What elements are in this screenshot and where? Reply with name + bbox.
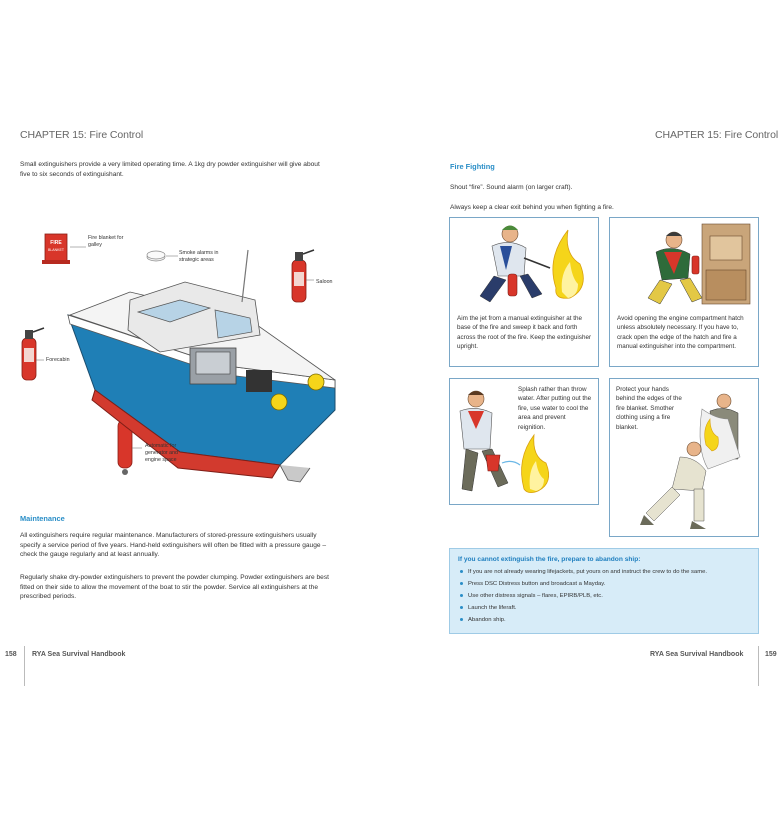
abandon-ship-item: If you are not already wearing lifejacke… [460, 569, 707, 575]
right-book-title: RYA Sea Survival Handbook [650, 651, 744, 658]
left-page-number: 158 [5, 651, 17, 658]
svg-text:BLANKET: BLANKET [48, 248, 65, 252]
abandon-ship-item-text: Abandon ship. [468, 617, 506, 623]
maintenance-heading: Maintenance [20, 514, 65, 523]
left-folio-divider [24, 646, 25, 686]
smoke-alarm-icon [146, 250, 166, 262]
callout-forecabin: Forecabin [46, 357, 70, 363]
bullet-icon [460, 605, 463, 609]
engine-hatch-illustration [647, 223, 751, 305]
callout-saloon: Saloon [316, 279, 333, 285]
boat-cabin [68, 249, 336, 411]
bullet-icon [460, 581, 463, 585]
bullet-icon [460, 617, 463, 621]
fire-fighting-line-1: Shout “fire”. Sound alarm (on larger cra… [450, 184, 573, 191]
panel-fire-blanket: Protect your hands behind the edges of t… [609, 378, 759, 537]
fire-fighting-line-2: Always keep a clear exit behind you when… [450, 204, 614, 211]
left-book-title: RYA Sea Survival Handbook [32, 651, 126, 658]
panel-4-text: Protect your hands behind the edges of t… [616, 386, 682, 431]
panel-extinguisher-technique: Aim the jet from a manual extinguisher a… [449, 217, 599, 367]
water-bucket-illustration [459, 390, 550, 493]
fire-fighting-heading: Fire Fighting [450, 162, 495, 171]
right-folio-divider [758, 646, 759, 686]
panel-2-text: Avoid opening the engine compartment hat… [617, 315, 744, 351]
intro-paragraph: Small extinguishers provide a very limit… [20, 161, 320, 178]
abandon-ship-item-text: Use other distress signals – flares, EPI… [468, 593, 603, 599]
abandon-ship-box: If you cannot extinguish the fire, prepa… [449, 548, 759, 634]
person-extinguisher-illustration [479, 225, 584, 303]
panel-1-text: Aim the jet from a manual extinguisher a… [457, 315, 592, 351]
abandon-ship-item: Launch the liferaft. [460, 605, 516, 611]
forecabin-extinguisher-icon [21, 327, 45, 381]
fire-blanket-rescue-illustration [640, 393, 741, 529]
bullet-icon [460, 569, 463, 573]
boat-illustration: FIRE BLANKET [21, 233, 336, 483]
abandon-ship-item-text: If you are not already wearing lifejacke… [468, 569, 708, 575]
panel-3-text: Splash rather than throw water. After pu… [518, 386, 592, 431]
svg-text:FIRE: FIRE [50, 240, 62, 246]
maintenance-paragraph-2: Regularly shake dry-powder extinguishers… [20, 574, 329, 601]
fire-blanket-icon: FIRE BLANKET [42, 233, 70, 264]
right-page-number: 159 [765, 651, 777, 658]
maintenance-paragraph-1: All extinguishers require regular mainte… [20, 532, 327, 559]
callout-smoke-alarms: Smoke alarms in strategic areas [179, 250, 219, 263]
callout-fire-blanket: Fire blanket for galley [88, 235, 124, 248]
abandon-ship-item: Use other distress signals – flares, EPI… [460, 593, 603, 599]
abandon-ship-item-text: Launch the liferaft. [468, 605, 517, 611]
leader-lines [36, 246, 314, 449]
left-chapter-title: CHAPTER 15: Fire Control [20, 129, 144, 141]
abandon-ship-item: Press DSC Distress button and broadcast … [460, 581, 605, 587]
abandon-ship-item: Abandon ship. [460, 617, 506, 623]
panel-water-splash: Splash rather than throw water. After pu… [449, 378, 599, 505]
callout-automatic: Automatic for generator and engine space [145, 443, 178, 463]
panel-engine-hatch: Avoid opening the engine compartment hat… [609, 217, 759, 367]
saloon-extinguisher-icon [291, 249, 315, 303]
abandon-ship-item-text: Press DSC Distress button and broadcast … [468, 581, 606, 587]
abandon-ship-title: If you cannot extinguish the fire, prepa… [458, 556, 641, 563]
right-chapter-title: CHAPTER 15: Fire Control [655, 129, 779, 141]
bullet-icon [460, 593, 463, 597]
